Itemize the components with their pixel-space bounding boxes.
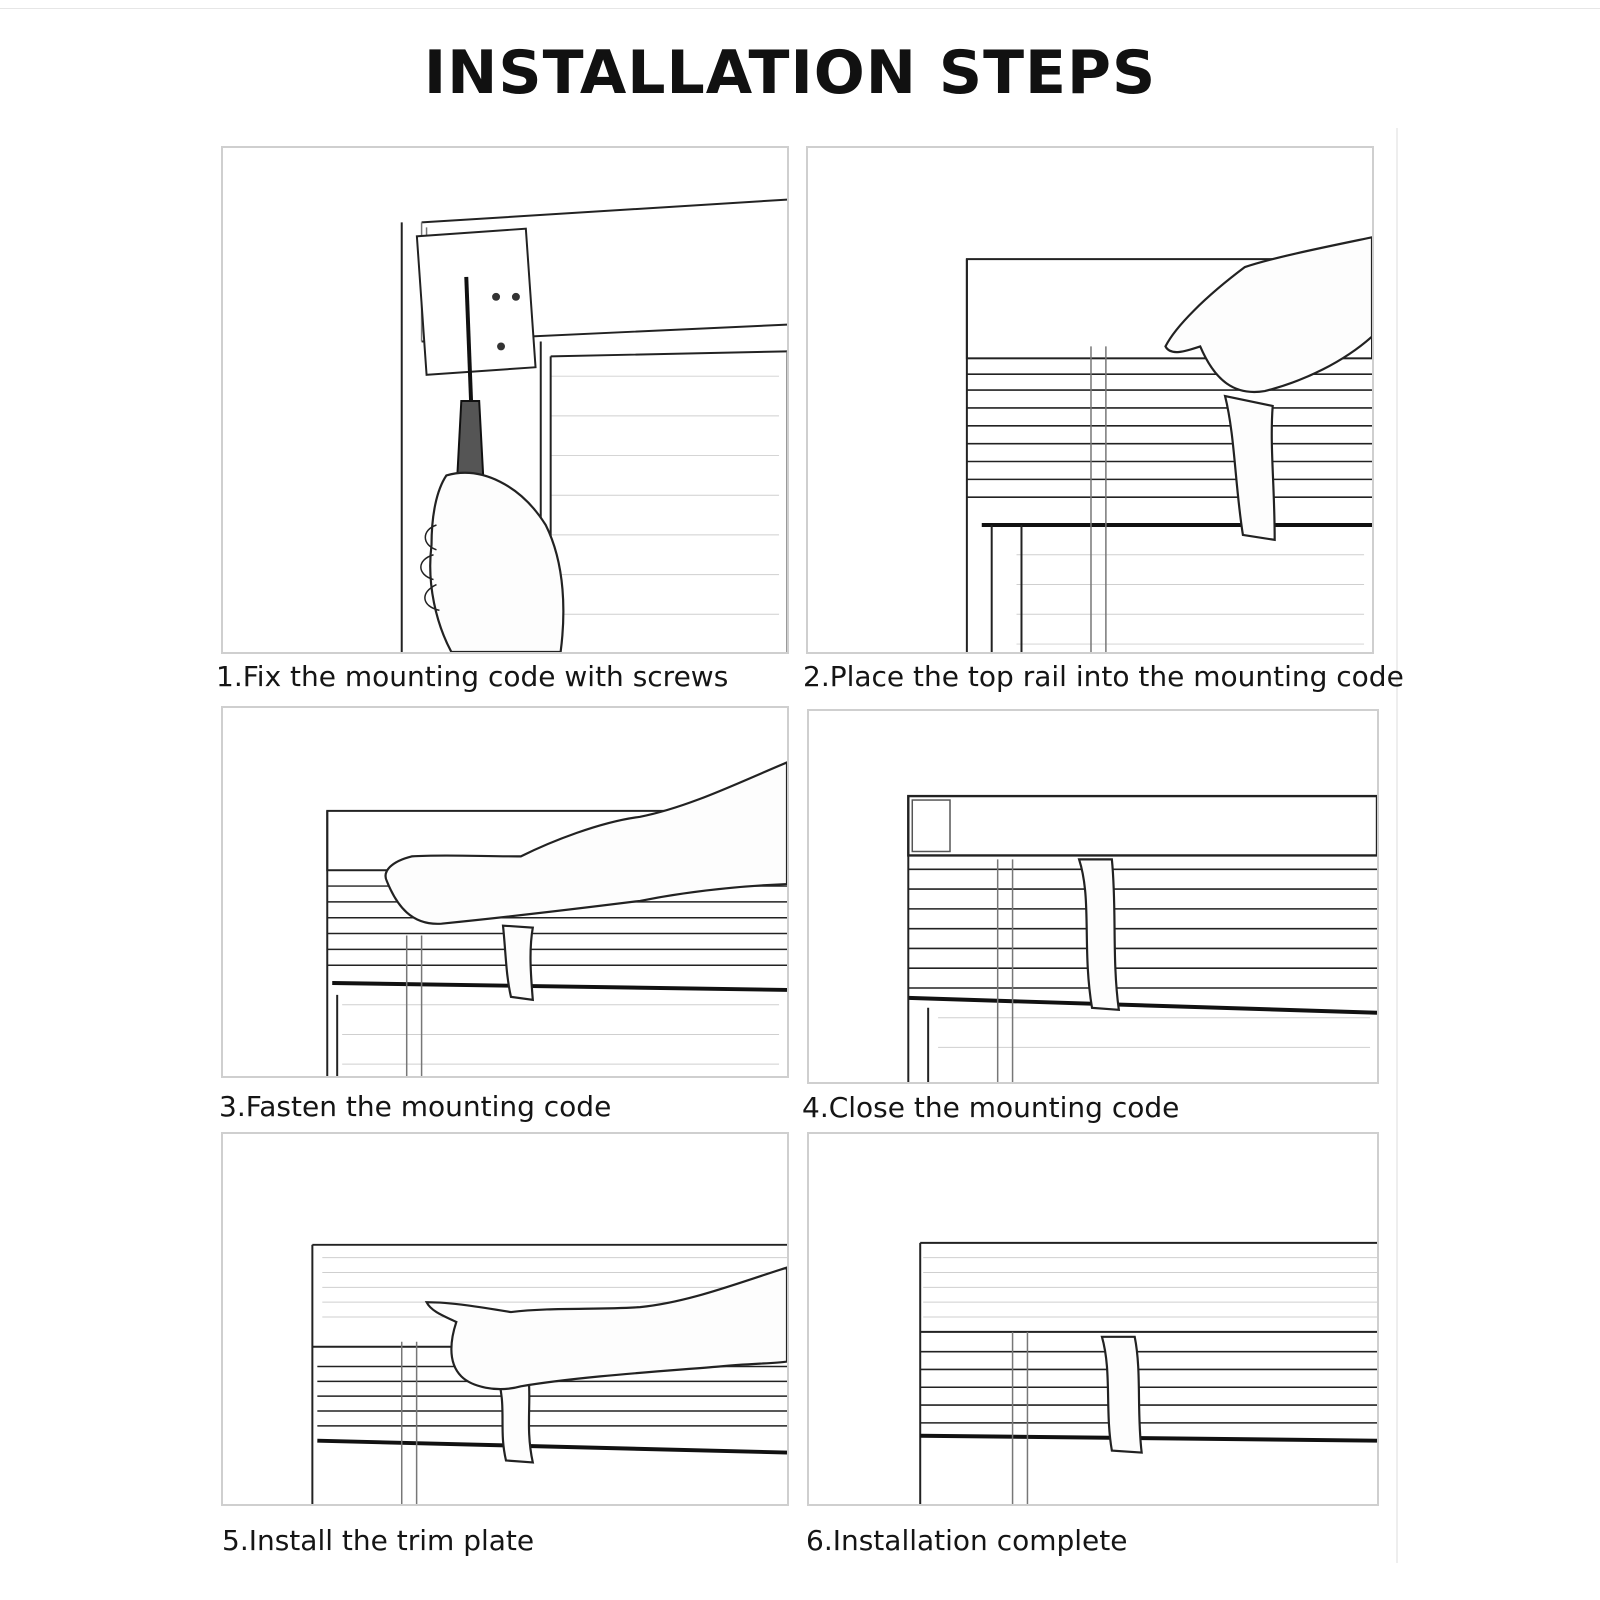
step-6-caption: 6.Installation complete <box>806 1524 1128 1557</box>
step-3-caption: 3.Fasten the mounting code <box>219 1090 612 1123</box>
step-4-caption: 4.Close the mounting code <box>802 1091 1180 1124</box>
step-6-illustration <box>807 1132 1379 1506</box>
step-2-illustration <box>806 146 1374 654</box>
top-divider <box>0 8 1600 9</box>
step-5-illustration <box>221 1132 789 1506</box>
step-4-illustration <box>807 709 1379 1084</box>
page-title: INSTALLATION STEPS <box>423 38 1157 108</box>
step-1-caption: 1.Fix the mounting code with screws <box>216 660 729 693</box>
step-1-illustration <box>221 146 789 654</box>
step-5-caption: 5.Install the trim plate <box>222 1524 535 1557</box>
right-divider <box>1396 128 1398 1563</box>
step-2-caption: 2.Place the top rail into the mounting c… <box>803 660 1404 693</box>
step-3-illustration <box>221 706 789 1078</box>
